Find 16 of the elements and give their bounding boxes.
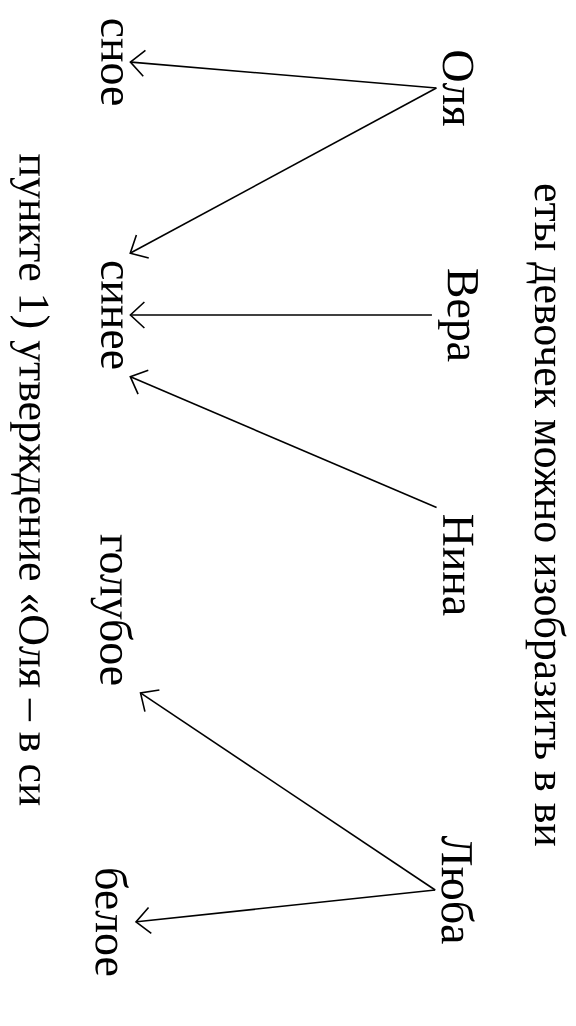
arrow — [129, 369, 438, 509]
word-label: Нина — [442, 515, 474, 616]
arrow — [134, 889, 436, 935]
arrow — [129, 301, 433, 329]
word-label: синее — [100, 261, 123, 369]
word-label: Оля — [442, 51, 474, 126]
arrow — [129, 87, 438, 259]
word-label: голубое — [90, 534, 134, 685]
word-label: сное — [100, 19, 123, 105]
word-label: Люба — [441, 835, 475, 944]
arrow — [139, 689, 436, 891]
text-line: еты девочек можно изобразить в ви — [525, 184, 567, 846]
arrow — [129, 49, 438, 89]
text-line: пункте 1) утверждение «Оля – в си — [10, 154, 50, 806]
word-label: белое — [95, 869, 129, 976]
word-label: Вера — [438, 269, 478, 362]
